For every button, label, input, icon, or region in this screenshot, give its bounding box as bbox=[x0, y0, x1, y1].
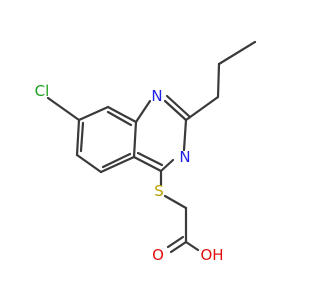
bond bbox=[134, 99, 152, 124]
benzene-ring bbox=[75, 105, 138, 174]
bond bbox=[163, 99, 188, 122]
bond bbox=[106, 105, 138, 124]
bond bbox=[216, 62, 221, 99]
propyl-chain bbox=[184, 40, 257, 122]
bond bbox=[163, 194, 188, 210]
bond bbox=[106, 110, 133, 127]
nitrogen-label: N bbox=[151, 87, 162, 105]
sulfur-label: S bbox=[154, 182, 164, 200]
bond bbox=[79, 121, 85, 153]
bond bbox=[159, 158, 175, 173]
chlorine-label: Cl bbox=[35, 82, 50, 100]
hydroxyl-label: OH bbox=[200, 246, 223, 264]
bond bbox=[184, 240, 200, 252]
bond bbox=[166, 235, 185, 249]
bond bbox=[75, 118, 81, 157]
bond bbox=[217, 40, 257, 66]
bond bbox=[75, 153, 103, 174]
thioacetic-acid-chain bbox=[159, 169, 200, 254]
bond bbox=[101, 152, 132, 169]
pyrimidine-ring bbox=[132, 94, 192, 173]
bond bbox=[165, 94, 192, 119]
nitrogen-label: N bbox=[179, 148, 190, 166]
bond bbox=[182, 118, 188, 152]
bond bbox=[132, 120, 138, 159]
bond bbox=[169, 240, 188, 254]
bond bbox=[136, 151, 164, 167]
structure-canvas: Cl N N S O OH bbox=[35, 40, 257, 264]
bond bbox=[184, 95, 220, 122]
oxygen-label: O bbox=[152, 246, 164, 264]
bond-c7-cl bbox=[46, 96, 81, 122]
bond bbox=[99, 155, 136, 174]
bond bbox=[77, 105, 110, 122]
bond bbox=[132, 155, 163, 173]
